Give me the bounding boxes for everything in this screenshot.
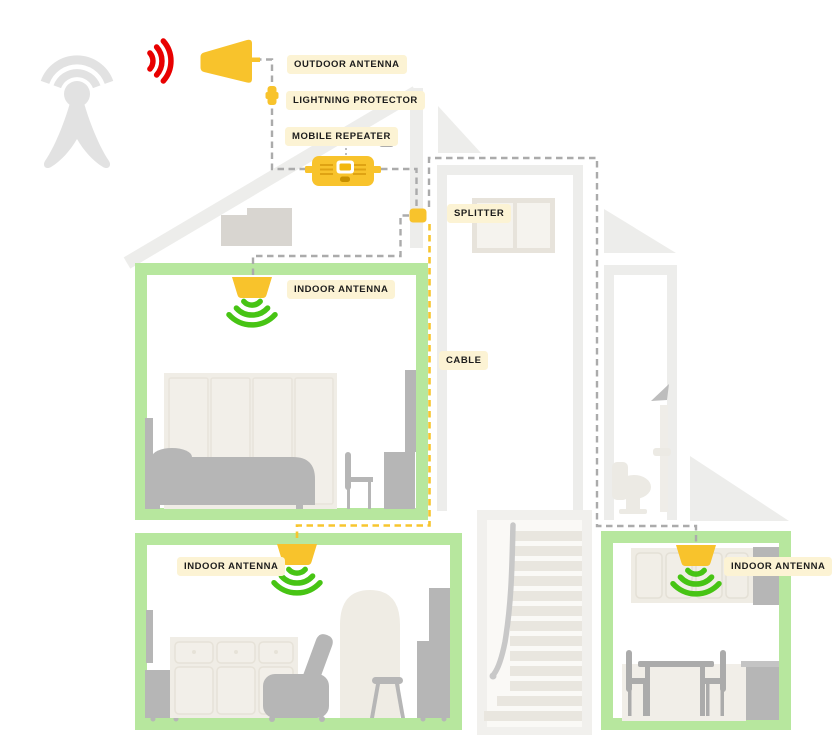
roof-slope — [123, 86, 420, 269]
roof-triangle-middle — [438, 106, 481, 153]
indoor-antenna-icon — [277, 544, 317, 565]
label-cable: CABLE — [439, 351, 489, 370]
indoor-antenna-icon — [232, 277, 272, 298]
bathroom-fixtures — [612, 384, 671, 514]
label-indoor-antenna-bedroom: INDOOR ANTENNA — [287, 280, 396, 299]
staircase — [477, 510, 592, 735]
lightning-protector-icon — [265, 86, 279, 105]
indoor-antenna-bedroom — [226, 277, 278, 328]
indoor-antenna-icon — [676, 545, 716, 566]
label-splitter: SPLITTER — [447, 204, 512, 223]
cable-antenna-to-repeater — [255, 58, 305, 171]
label-lightning-protector: LIGHTNING PROTECTOR — [286, 91, 425, 110]
green-signal-waves-icon — [271, 566, 323, 596]
bed — [145, 418, 315, 509]
tv-panel — [405, 370, 416, 452]
cell-tower-icon — [40, 55, 114, 169]
cable-splitter-to-kitchen — [427, 156, 698, 543]
toilet — [612, 462, 651, 514]
tv — [146, 610, 153, 663]
dining-table — [638, 661, 714, 716]
stair-steps — [484, 531, 582, 721]
desk-chair — [345, 452, 373, 509]
label-outdoor-antenna: OUTDOOR ANTENNA — [287, 55, 407, 74]
red-signal-waves-icon — [147, 38, 174, 84]
splitter-icon — [409, 208, 427, 223]
stair-handrail — [491, 522, 516, 677]
label-indoor-antenna-kitchen: INDOOR ANTENNA — [724, 557, 833, 576]
fridge — [753, 547, 779, 605]
shower-head-icon — [651, 384, 669, 401]
armchair — [263, 634, 333, 722]
green-signal-waves-icon — [226, 298, 278, 328]
label-mobile-repeater: MOBILE REPEATER — [285, 127, 398, 146]
green-signal-waves-icon — [670, 567, 722, 597]
kitchen-counter — [741, 661, 779, 720]
outdoor-antenna-icon — [200, 39, 260, 83]
sink — [653, 448, 671, 456]
bathroom-walls — [604, 265, 677, 520]
cable-repeater-to-splitter — [381, 167, 418, 207]
middle-room-walls — [437, 165, 583, 511]
chair-left — [626, 650, 648, 716]
dresser — [384, 452, 415, 509]
bedroom — [135, 263, 428, 520]
indoor-antenna-living — [271, 544, 323, 596]
indoor-antenna-kitchen — [670, 545, 722, 597]
stool — [370, 677, 405, 718]
roof-triangle-kitchen — [690, 456, 789, 521]
chair-right — [704, 650, 726, 716]
cabinet-right — [417, 588, 450, 722]
cable-splitter-to-living-room — [295, 224, 431, 542]
label-indoor-antenna-living: INDOOR ANTENNA — [177, 557, 286, 576]
roof-triangle-bathroom — [604, 209, 676, 253]
doorway-arch — [340, 590, 400, 718]
handrail-knob — [489, 672, 497, 680]
kitchen-backdrop — [622, 664, 746, 721]
shower-column — [660, 405, 668, 512]
chimney — [221, 208, 292, 246]
mobile-repeater-icon — [305, 156, 381, 186]
cable-splitter-to-bedroom — [251, 214, 409, 275]
cables — [251, 58, 698, 543]
